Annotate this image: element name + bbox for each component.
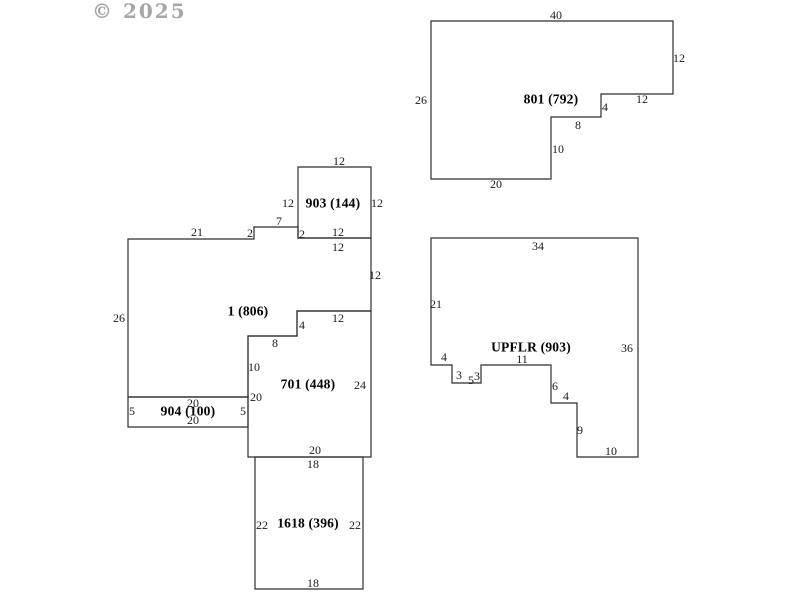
dimension-label-1: 2 [247, 226, 253, 240]
area-label-1: 1 (806) [227, 303, 269, 319]
area-label-904: 904 (100) [160, 403, 216, 419]
dimension-label-903: 12 [371, 196, 383, 210]
dimension-label-801: 20 [490, 177, 502, 191]
dimension-label-upflr: 4 [563, 389, 569, 403]
dimension-label-upflr: 4 [441, 350, 447, 364]
dimension-label-801: 26 [415, 93, 427, 107]
dimension-label-upflr: 3 [456, 368, 462, 382]
polygon-801 [430, 20, 674, 180]
dimension-label-1: 12 [369, 268, 381, 282]
dimension-label-1618: 22 [256, 518, 268, 532]
dimension-label-903: 12 [332, 225, 344, 239]
dimension-label-701: 24 [354, 378, 366, 392]
dimension-label-upflr: 3 [474, 369, 480, 383]
dimension-label-upflr: 5 [468, 373, 474, 387]
copyright-watermark: © 2025 [92, 0, 187, 23]
dimension-label-903: 12 [282, 196, 294, 210]
dimension-label-801: 40 [550, 8, 562, 22]
dimension-label-904: 5 [240, 404, 246, 418]
dimension-label-upflr: 9 [577, 423, 583, 437]
area-label-upflr: UPFLR (903) [491, 339, 571, 355]
polygon-904 [127, 396, 249, 428]
dimension-label-1618: 22 [349, 518, 361, 532]
dimension-label-903: 12 [333, 154, 345, 168]
area-label-903: 903 (144) [305, 195, 361, 211]
dimension-label-801: 4 [602, 100, 608, 114]
dimension-label-801: 8 [575, 118, 581, 132]
dimension-label-1618: 18 [307, 457, 319, 471]
dimension-label-801: 10 [552, 142, 564, 156]
dimension-label-904: 20 [187, 413, 199, 427]
dimension-label-701: 20 [250, 390, 262, 404]
dimension-label-upflr: 11 [516, 352, 528, 366]
dimension-label-upflr: 36 [621, 341, 633, 355]
polygon-701 [247, 310, 372, 458]
dimension-label-1618: 18 [307, 576, 319, 590]
dimension-label-904: 5 [129, 404, 135, 418]
polygon-1618 [254, 456, 364, 590]
dimension-label-1: 7 [276, 214, 282, 228]
dimension-label-1: 10 [248, 360, 260, 374]
dimension-label-upflr: 10 [605, 444, 617, 458]
dimension-label-1: 12 [332, 240, 344, 254]
dimension-label-1: 21 [191, 225, 203, 239]
area-label-1618: 1618 (396) [277, 515, 339, 531]
dimension-label-1: 2 [299, 227, 305, 241]
dimension-label-801: 12 [673, 51, 685, 65]
area-label-801: 801 (792) [523, 91, 579, 107]
dimension-label-904: 20 [187, 396, 199, 410]
dimension-label-801: 12 [636, 92, 648, 106]
dimension-label-upflr: 34 [532, 239, 544, 253]
dimension-label-upflr: 21 [430, 297, 442, 311]
dimension-label-701: 12 [332, 311, 344, 325]
dimension-label-1: 26 [113, 311, 125, 325]
dimension-label-701: 8 [272, 336, 278, 350]
polygon-upflr [430, 237, 639, 458]
dimension-label-upflr: 6 [552, 379, 558, 393]
area-label-701: 701 (448) [280, 376, 336, 392]
dimension-label-701: 20 [309, 443, 321, 457]
dimension-label-701: 4 [299, 318, 305, 332]
